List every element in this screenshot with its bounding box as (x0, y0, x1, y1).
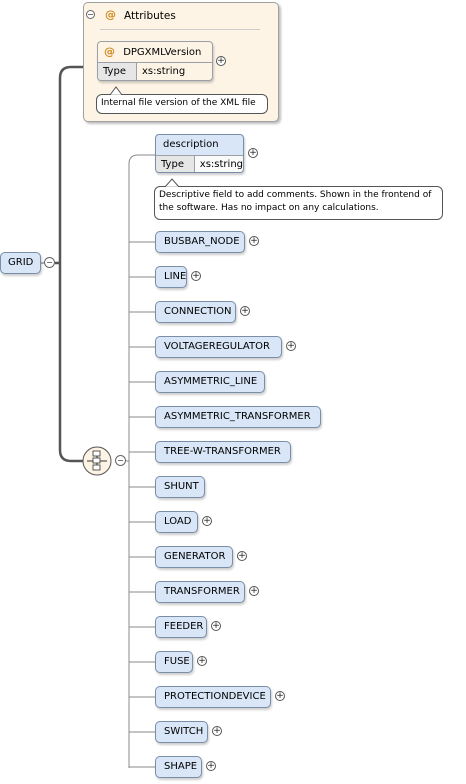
element-busbar-node[interactable]: BUSBAR_NODE (155, 231, 245, 253)
element-feeder[interactable]: FEEDER (155, 616, 207, 638)
expand-icon[interactable]: + (202, 516, 212, 526)
description-annotation: Descriptive field to add comments. Shown… (154, 186, 443, 220)
root-element-grid[interactable]: GRID (0, 252, 41, 274)
element-line[interactable]: LINE (155, 266, 187, 288)
expand-icon[interactable]: + (248, 148, 258, 158)
element-label: GENERATOR (164, 551, 226, 562)
sequence-collapse-icon[interactable]: − (115, 455, 126, 466)
element-label: ASYMMETRIC_TRANSFORMER (164, 411, 311, 422)
element-label: VOLTAGEREGULATOR (164, 341, 270, 352)
element-label: SHAPE (164, 761, 198, 772)
attribute-type-value: xs:string (142, 66, 186, 77)
element-label: BUSBAR_NODE (164, 236, 240, 247)
element-protectiondevice[interactable]: PROTECTIONDEVICE (155, 686, 271, 708)
element-description[interactable]: description Type xs:string (155, 134, 244, 173)
description-type-key: Type (156, 156, 195, 172)
attribute-name: DPGXMLVersion (123, 47, 202, 58)
attribute-symbol-icon: @ (104, 45, 115, 58)
element-asymmetric-transformer[interactable]: ASYMMETRIC_TRANSFORMER (155, 406, 321, 428)
expand-icon[interactable]: + (191, 271, 201, 281)
attributes-divider (100, 29, 260, 30)
element-label: CONNECTION (164, 306, 232, 317)
element-switch[interactable]: SWITCH (155, 721, 208, 743)
expand-icon[interactable]: + (275, 691, 285, 701)
element-label: LOAD (164, 516, 192, 527)
expand-icon[interactable]: + (240, 306, 250, 316)
element-generator[interactable]: GENERATOR (155, 546, 233, 568)
expand-icon[interactable]: + (206, 761, 216, 771)
collapse-icon[interactable]: − (44, 257, 55, 268)
element-transformer[interactable]: TRANSFORMER (155, 581, 245, 603)
element-tree-w-transformer[interactable]: TREE-W-TRANSFORMER (155, 441, 291, 463)
element-voltageregulator[interactable]: VOLTAGEREGULATOR (155, 336, 282, 358)
attribute-type-key: Type (98, 63, 137, 80)
element-label: LINE (164, 271, 187, 282)
attribute-symbol-icon: @ (105, 8, 116, 21)
description-type-value: xs:string (194, 156, 243, 172)
root-label: GRID (8, 257, 34, 268)
element-label: FEEDER (164, 621, 204, 632)
expand-icon[interactable]: + (197, 656, 207, 666)
element-shape[interactable]: SHAPE (155, 756, 202, 778)
element-label: TRANSFORMER (164, 586, 240, 597)
element-label: PROTECTIONDEVICE (164, 691, 266, 702)
expand-icon[interactable]: + (249, 236, 259, 246)
element-label: ASYMMETRIC_LINE (164, 376, 258, 387)
attribute-annotation: Internal file version of the XML file (96, 94, 268, 114)
description-name: description (163, 139, 219, 150)
element-asymmetric-line[interactable]: ASYMMETRIC_LINE (155, 371, 265, 393)
element-shunt[interactable]: SHUNT (155, 476, 205, 498)
element-fuse[interactable]: FUSE (155, 651, 193, 673)
element-label: TREE-W-TRANSFORMER (164, 446, 281, 457)
element-label: FUSE (164, 656, 190, 667)
element-connection[interactable]: CONNECTION (155, 301, 236, 323)
expand-icon[interactable]: + (216, 56, 226, 66)
attribute-annotation-text: Internal file version of the XML file (101, 98, 256, 108)
expand-icon[interactable]: + (286, 341, 296, 351)
description-annotation-text: Descriptive field to add comments. Shown… (159, 190, 432, 213)
attributes-collapse-icon[interactable]: − (86, 10, 95, 19)
element-label: SHUNT (164, 481, 199, 492)
expand-icon[interactable]: + (212, 726, 222, 736)
element-load[interactable]: LOAD (155, 511, 198, 533)
attribute-dpgxmlversion[interactable]: @ DPGXMLVersion Type xs:string (97, 41, 213, 81)
expand-icon[interactable]: + (237, 551, 247, 561)
attributes-group-label: Attributes (124, 10, 176, 22)
expand-icon[interactable]: + (249, 586, 259, 596)
element-label: SWITCH (164, 726, 204, 737)
expand-icon[interactable]: + (211, 621, 221, 631)
